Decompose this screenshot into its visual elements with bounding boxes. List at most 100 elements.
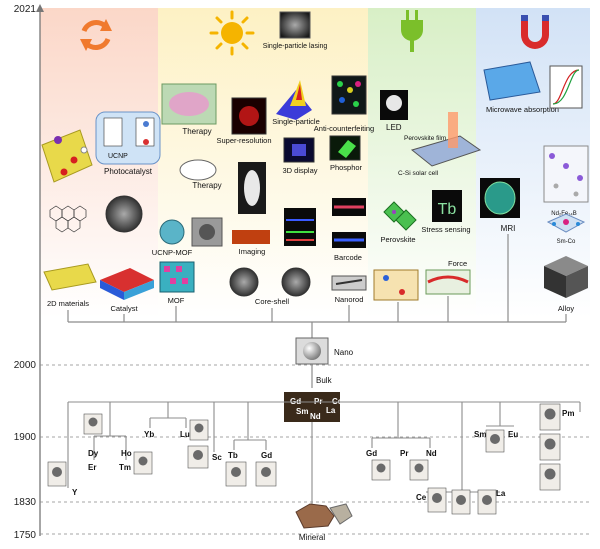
label-stress-sensing: Stress sensing — [421, 225, 470, 234]
led-glow — [386, 95, 402, 111]
band-box-1 — [103, 117, 123, 147]
mri-brain — [484, 181, 516, 215]
tile-sm: Sm — [296, 407, 308, 416]
label-nanorod: Nanorod — [335, 295, 364, 304]
year-1750: 1750 — [14, 530, 37, 541]
magnet-icon — [521, 15, 549, 49]
label-single-particle-lasing: Single-particle lasing — [263, 43, 328, 50]
label-c-si-solar-cell: C-Si solar cell — [398, 170, 439, 177]
element-pr: Pr — [400, 449, 408, 458]
label-barcode: Barcode — [334, 253, 362, 262]
tem-particle — [199, 224, 215, 240]
electron-dot — [143, 121, 149, 127]
lasing-image — [279, 11, 311, 39]
phosphor-glow — [338, 140, 356, 158]
label-therapy-mouse: Therapy — [192, 181, 221, 190]
perovskite-crystal-image — [383, 201, 417, 231]
mof-grid — [164, 266, 188, 284]
device-charge-1 — [383, 275, 389, 281]
label-therapy-top: Therapy — [182, 127, 211, 136]
element-tm: Tm — [119, 463, 131, 472]
element-sm: Sm — [474, 430, 486, 439]
history-tree-lines — [67, 401, 581, 508]
year-2000: 2000 — [14, 360, 37, 371]
imaging-image — [232, 230, 270, 244]
label-2d-materials: 2D materials — [47, 299, 89, 308]
sm-co-crystal-image — [546, 213, 586, 233]
label-core-shell: Core-shell — [255, 297, 290, 306]
hysteresis-plot — [549, 65, 583, 109]
element-eu: Eu — [508, 430, 518, 439]
cell-shape — [169, 92, 209, 116]
element-y: Y — [72, 488, 78, 497]
band-box-2 — [135, 117, 155, 147]
year-1900: 1900 — [14, 432, 37, 443]
center-element-tile — [284, 392, 340, 422]
super-resolution-spot — [239, 106, 259, 126]
mouse-silhouette — [244, 170, 260, 206]
nano-tree-lines — [67, 234, 567, 340]
element-dy: Dy — [88, 449, 99, 458]
nd-fe-b-crystal-image — [543, 145, 589, 203]
mineral-image — [295, 503, 353, 529]
label-photocatalyst: Photocatalyst — [104, 167, 153, 176]
catalyst-image — [100, 268, 154, 300]
label-microwave-absorption: Microwave absorption — [486, 105, 559, 114]
label-bulk: Bulk — [316, 376, 333, 385]
nano-particle — [303, 342, 321, 360]
element-pm: Pm — [562, 409, 574, 418]
element-ce: Ce — [416, 493, 427, 502]
label-phosphor: Phosphor — [330, 163, 363, 172]
label-3d-display: 3D display — [282, 166, 317, 175]
element-nd: Nd — [426, 449, 437, 458]
axis-arrow — [36, 4, 44, 12]
led-band — [368, 8, 476, 318]
label-perovskite: Perovskite — [380, 235, 415, 244]
molecule-2d-image — [49, 205, 87, 233]
element-sc: Sc — [212, 453, 222, 462]
hysteresis-curve-2 — [552, 69, 580, 105]
core-shell-tem-1 — [229, 267, 259, 297]
force-wave — [427, 275, 469, 284]
plug-icon — [401, 10, 423, 52]
hole-dot — [143, 139, 149, 145]
label-anti-counterfeiting: Anti-counterfeiting — [314, 124, 374, 133]
label-perovskite-film: Perovskite film — [404, 135, 446, 142]
label-mineral: Mineral — [299, 533, 325, 542]
element-er: Er — [88, 463, 96, 472]
materials-2d-image — [43, 263, 97, 291]
alloy-cube-image — [544, 256, 588, 298]
display-3d-glow — [292, 144, 306, 156]
label-ucnp: UCNP — [108, 153, 128, 160]
ucnp-mof-sphere — [159, 219, 185, 245]
stress-glyph: Tb — [438, 201, 457, 218]
stress-sensing-image — [432, 190, 462, 222]
anti-counterfeiting-dots — [337, 81, 361, 107]
element-ho: Ho — [121, 449, 132, 458]
label-imaging: Imaging — [239, 247, 266, 256]
nanorod-1 — [335, 279, 363, 285]
label-single-particle: Single-particle — [272, 117, 320, 126]
year-1830: 1830 — [14, 497, 37, 508]
label-led: LED — [386, 123, 402, 132]
label-nd-fe-b: Nd₂Fe₁₄B — [551, 211, 576, 217]
element-gd-right: Gd — [366, 449, 377, 458]
element-la: La — [496, 489, 506, 498]
element-gd-left: Gd — [261, 451, 272, 460]
label-sm-co: Sm-Co — [557, 239, 576, 245]
recycle-arrows-icon — [80, 19, 112, 51]
element-yb: Yb — [144, 430, 154, 439]
label-nano: Nano — [334, 348, 354, 357]
tile-nd: Nd — [310, 412, 321, 421]
label-alloy: Alloy — [558, 304, 575, 313]
label-mri: MRI — [501, 224, 516, 233]
element-lu: Lu — [180, 430, 190, 439]
device-charge-2 — [399, 289, 405, 295]
mouse-image — [179, 159, 217, 181]
label-ucnp-mof: UCNP-MOF — [152, 248, 193, 257]
anti-counterfeiting-image — [331, 75, 367, 115]
perovskite-device-image — [373, 269, 419, 301]
single-particle-plot — [276, 80, 312, 120]
label-catalyst: Catalyst — [110, 304, 138, 313]
